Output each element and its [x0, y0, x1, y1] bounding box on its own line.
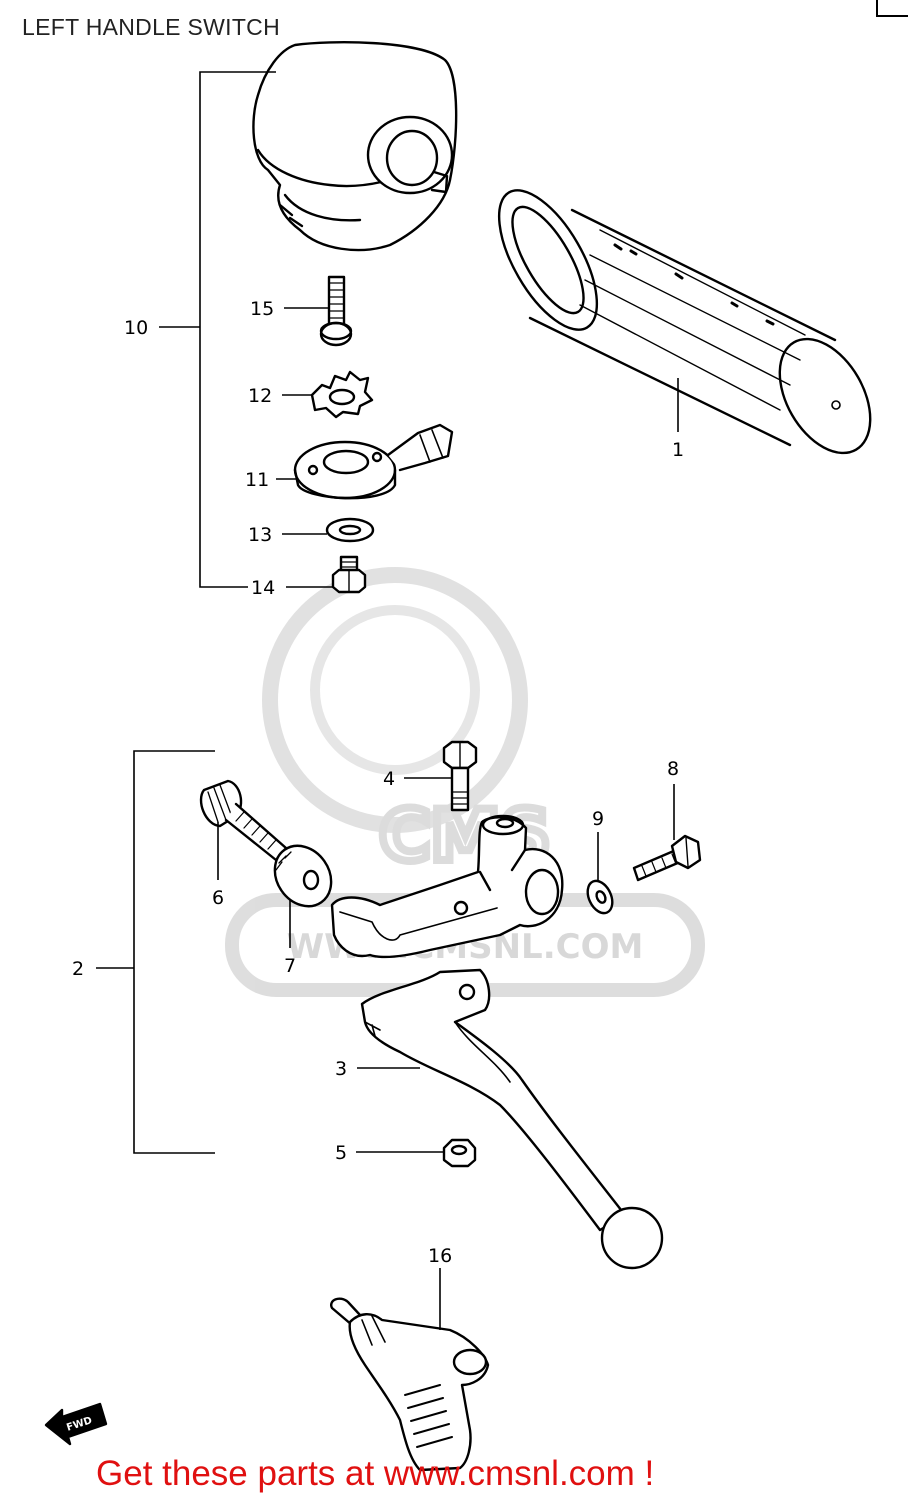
- callout-numbers: 10 15 12 11 13 14 1 2 4 6 7 8 9 3 5 16: [72, 298, 684, 1267]
- callout-8: 8: [667, 758, 679, 780]
- part-2-lever-holder: [330, 814, 564, 959]
- part-13-washer: [325, 517, 375, 543]
- callout-5: 5: [335, 1142, 347, 1164]
- part-8-bolt: [632, 834, 702, 882]
- frame-corner: [876, 0, 908, 17]
- callout-10: 10: [124, 317, 148, 339]
- callout-9: 9: [592, 808, 604, 830]
- leader-lines: [96, 71, 679, 1330]
- callout-16: 16: [428, 1245, 452, 1267]
- part-12-star-washer: [310, 370, 374, 419]
- callout-1: 1: [672, 439, 684, 461]
- callout-13: 13: [248, 524, 272, 546]
- callout-15: 15: [250, 298, 274, 320]
- callout-7: 7: [284, 955, 296, 977]
- part-3-clutch-lever: [360, 968, 664, 1270]
- forward-direction-arrow: [44, 1402, 108, 1446]
- part-6-adjusting-bolt: [199, 779, 288, 862]
- bracket-2: [133, 750, 215, 1154]
- callout-2: 2: [72, 958, 84, 980]
- bracket-10: [199, 71, 276, 588]
- callout-6: 6: [212, 887, 224, 909]
- callout-11: 11: [245, 469, 269, 491]
- part-4-bolt: [442, 740, 478, 812]
- callout-14: 14: [251, 577, 275, 599]
- footer-link[interactable]: Get these parts at www.cmsnl.com !: [96, 1454, 655, 1493]
- part-16-clutch-switch: [330, 1297, 490, 1472]
- callout-12: 12: [248, 385, 272, 407]
- watermark-ring: [262, 567, 528, 833]
- part-14-nut: [331, 555, 367, 594]
- callout-4: 4: [383, 768, 395, 790]
- part-1-handle-grip: [497, 189, 872, 455]
- part-5-nut: [442, 1138, 477, 1168]
- page-title: LEFT HANDLE SWITCH: [22, 14, 281, 40]
- part-7-locknut: [273, 844, 333, 908]
- part-15-screw: [319, 275, 353, 347]
- part-11-clamp: [293, 423, 454, 500]
- part-9-washer: [586, 879, 614, 915]
- part-10-switch-housing: [252, 41, 458, 252]
- callout-3: 3: [335, 1058, 347, 1080]
- watermark-face: [310, 605, 480, 775]
